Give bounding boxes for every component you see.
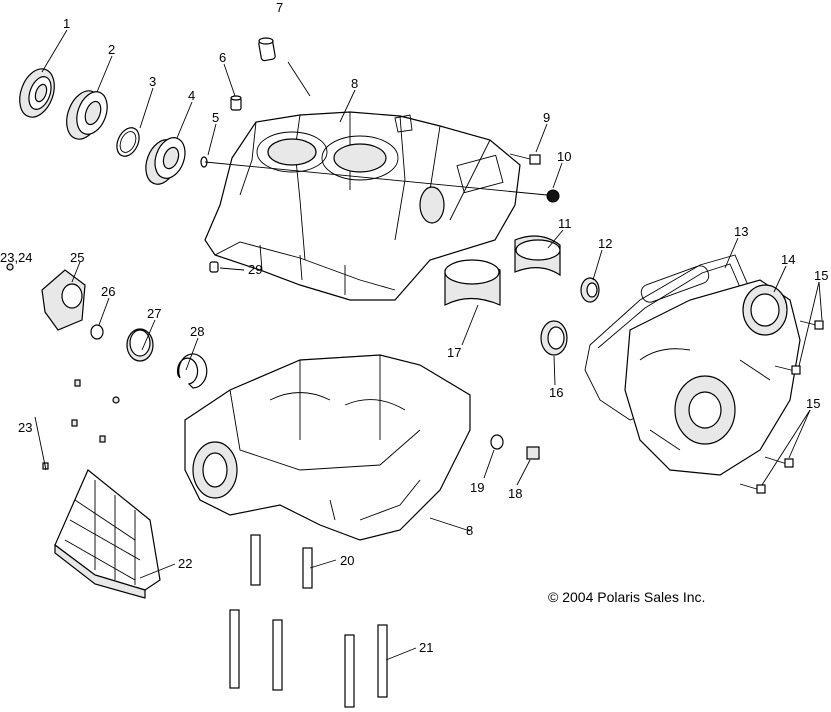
- part-12-seal: [580, 277, 600, 303]
- callout-labels: 1 2 3 4 5 6 7 8 9 10 11 12 13 14 15 15 1…: [0, 0, 828, 655]
- part-3-ring: [116, 127, 140, 157]
- callout-17: 17: [447, 345, 461, 360]
- part-14-cover: [624, 279, 801, 476]
- part-9-bolt: [509, 153, 541, 165]
- part-29-dowel: [209, 261, 219, 273]
- part-18-fitting: [526, 446, 540, 460]
- callout-5: 5: [212, 110, 219, 125]
- callout-10: 10: [557, 149, 571, 164]
- part-8-upper-crankcase: [204, 111, 521, 301]
- callout-8-lower: 8: [466, 523, 473, 538]
- part-27-cap: [126, 328, 154, 362]
- part-16-seal: [540, 320, 568, 356]
- callout-11: 11: [558, 216, 572, 231]
- part-4-bearing: [145, 137, 186, 185]
- callout-19: 19: [470, 480, 484, 495]
- callout-16: 16: [549, 385, 563, 400]
- callout-20: 20: [340, 553, 354, 568]
- callout-8-upper: 8: [351, 76, 358, 91]
- part-7-bushing: [258, 37, 276, 62]
- part-10-plug: [204, 161, 560, 203]
- part-26-oring: [90, 324, 104, 340]
- callout-13: 13: [734, 224, 748, 239]
- part-21-studs: [229, 609, 388, 708]
- part-25-housing: [41, 269, 86, 331]
- callout-18: 18: [508, 486, 522, 501]
- callout-26: 26: [101, 284, 115, 299]
- part-15-bolts: [739, 320, 824, 494]
- callout-23-24: 23,24: [0, 250, 33, 265]
- callout-4: 4: [188, 88, 195, 103]
- callout-3: 3: [149, 74, 156, 89]
- callout-2: 2: [108, 42, 115, 57]
- part-17-bearing-shell: [444, 259, 501, 306]
- callout-9: 9: [543, 110, 550, 125]
- part-6-dowel: [230, 95, 242, 111]
- part-22-plate: [54, 469, 161, 599]
- leader-lines: [34, 29, 823, 661]
- callout-29: 29: [248, 262, 262, 277]
- callout-14: 14: [781, 252, 795, 267]
- copyright-notice: © 2004 Polaris Sales Inc.: [548, 589, 705, 605]
- callout-15-top: 15: [814, 268, 828, 283]
- part-28-snap-ring: [176, 353, 208, 389]
- callout-25: 25: [70, 250, 84, 265]
- callout-1: 1: [63, 16, 70, 31]
- callout-22: 22: [178, 556, 192, 571]
- callout-23: 23: [18, 420, 32, 435]
- callout-15-bottom: 15: [806, 396, 820, 411]
- callout-28: 28: [190, 324, 204, 339]
- part-11-bearing-shell: [514, 235, 561, 277]
- part-19-nut: [490, 434, 504, 450]
- callout-12: 12: [598, 236, 612, 251]
- part-1-seal: [19, 68, 55, 118]
- part-8-lower-crankcase: [184, 354, 471, 541]
- part-20-studs: [250, 534, 313, 589]
- part-2-bearing: [66, 90, 108, 140]
- callout-27: 27: [147, 306, 161, 321]
- callout-21: 21: [419, 640, 433, 655]
- callout-7: 7: [276, 0, 283, 15]
- callout-6: 6: [219, 50, 226, 65]
